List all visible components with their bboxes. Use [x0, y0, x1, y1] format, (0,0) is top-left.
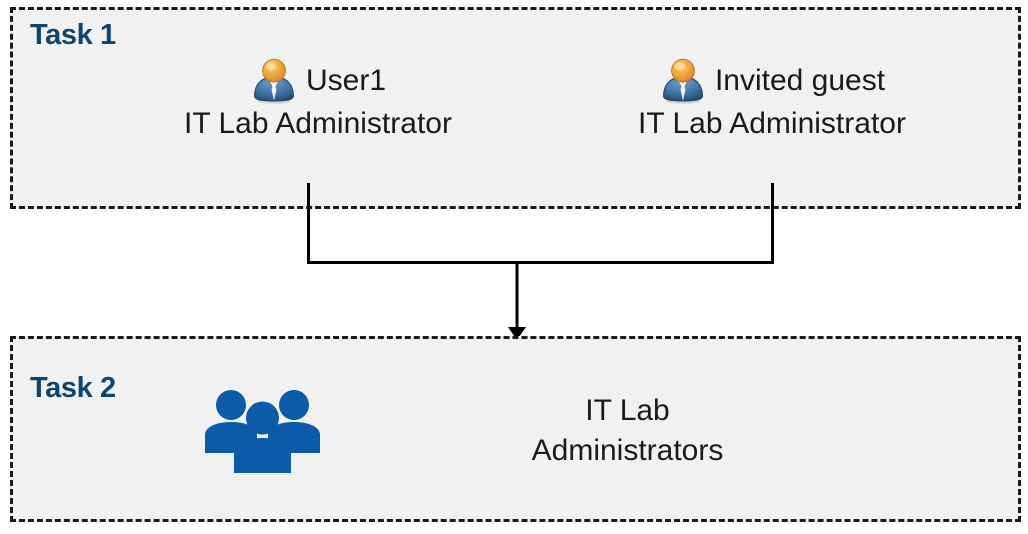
person-row-user1: User1 — [140, 58, 496, 104]
person-name: Invited guest — [714, 64, 886, 98]
task-2-label: Task 2 — [30, 372, 116, 404]
task-1-box — [10, 7, 1021, 209]
group-name-line2: Administrators — [531, 434, 724, 467]
group-of-people-icon — [205, 390, 320, 473]
person-name: User1 — [305, 64, 387, 98]
person-row-invited-guest: Invited guest — [588, 58, 956, 104]
user-icon — [662, 58, 703, 104]
person-entry-user1: User1 IT Lab Administrator — [140, 58, 496, 144]
person-role: IT Lab Administrator — [638, 107, 906, 140]
group-name: IT Lab Administrators — [325, 391, 900, 471]
user-icon — [254, 58, 294, 104]
group-name-line1: IT Lab — [585, 393, 670, 427]
person-entry-invited-guest: Invited guest IT Lab Administrator — [588, 58, 956, 144]
person-role: IT Lab Administrator — [184, 107, 452, 140]
group-entry: IT Lab Administrators — [200, 385, 900, 477]
task-1-label: Task 1 — [30, 19, 116, 51]
task-2-box — [10, 336, 1021, 522]
